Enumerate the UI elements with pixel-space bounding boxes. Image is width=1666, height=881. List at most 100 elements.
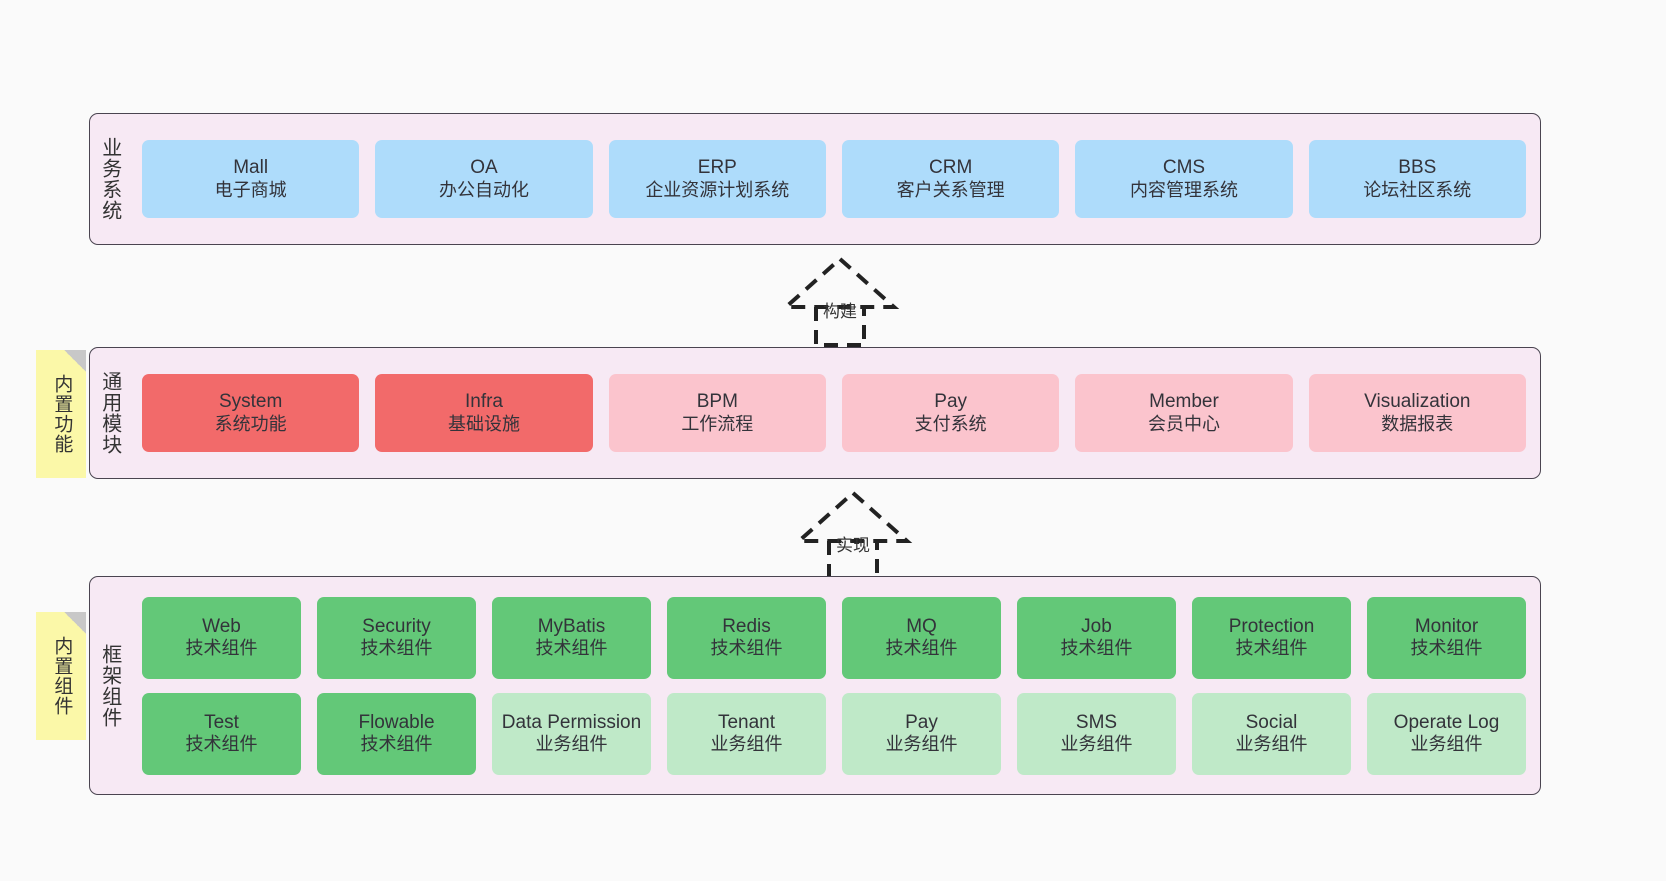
module-name: MyBatis xyxy=(537,615,606,637)
module-desc: 技术组件 xyxy=(185,734,258,755)
module-name: Member xyxy=(1149,391,1219,413)
module-name: BPM xyxy=(696,391,738,413)
module-desc: 技术组件 xyxy=(1235,638,1308,659)
module-name: System xyxy=(218,391,283,413)
module-name: BBS xyxy=(1398,157,1437,179)
module-desc: 基础设施 xyxy=(447,413,520,434)
sticky-note-label: 内置功能 xyxy=(51,374,73,454)
module-desc: 会员中心 xyxy=(1147,413,1220,434)
module-name: ERP xyxy=(697,157,737,179)
module-desc: 业务组件 xyxy=(1410,734,1483,755)
module-box-sms[interactable]: SMS 业务组件 xyxy=(1017,692,1176,775)
module-desc: 技术组件 xyxy=(535,638,608,659)
module-box-cms[interactable]: CMS 内容管理系统 xyxy=(1075,140,1293,218)
module-desc: 内容管理系统 xyxy=(1129,179,1238,200)
module-name: Test xyxy=(204,711,239,733)
module-name: OA xyxy=(470,157,498,179)
module-name: Social xyxy=(1245,711,1298,733)
module-desc: 工作流程 xyxy=(681,413,754,434)
module-desc: 技术组件 xyxy=(885,638,958,659)
module-box-bbs[interactable]: BBS 论坛社区系统 xyxy=(1308,140,1526,218)
module-box-oa[interactable]: OA 办公自动化 xyxy=(375,140,593,218)
connector-label-build: 构建 xyxy=(823,302,857,321)
connector-implement: 实现 xyxy=(773,487,933,583)
layer-body-framework-component: Web 技术组件 Security 技术组件 MyBatis 技术组件 Redi… xyxy=(128,577,1540,794)
module-box-pay-business[interactable]: Pay 业务组件 xyxy=(842,692,1001,775)
layer-body-business-system: Mall 电子商城 OA 办公自动化 ERP 企业资源计划系统 CRM 客户关系… xyxy=(128,114,1540,244)
module-name: Monitor xyxy=(1414,615,1479,637)
module-box-visualization[interactable]: Visualization 数据报表 xyxy=(1308,374,1526,452)
module-row: Test 技术组件 Flowable 技术组件 Data Permission … xyxy=(142,692,1526,775)
module-name: CMS xyxy=(1162,157,1206,179)
module-box-system[interactable]: System 系统功能 xyxy=(142,374,360,452)
layer-label-framework-component: 框架组件 xyxy=(98,643,121,728)
module-box-mq[interactable]: MQ 技术组件 xyxy=(842,596,1001,679)
sticky-note-builtin-function: 内置功能 xyxy=(36,350,86,478)
module-name: Security xyxy=(362,615,431,637)
module-name: Web xyxy=(202,615,241,637)
module-name: Data Permission xyxy=(501,711,642,733)
module-desc: 业务组件 xyxy=(885,734,958,755)
module-desc: 技术组件 xyxy=(360,734,433,755)
module-box-test[interactable]: Test 技术组件 xyxy=(142,692,301,775)
module-name: SMS xyxy=(1075,711,1118,733)
module-desc: 技术组件 xyxy=(1060,638,1133,659)
module-desc: 支付系统 xyxy=(914,413,987,434)
module-name: Job xyxy=(1081,615,1112,637)
module-desc: 技术组件 xyxy=(1410,638,1483,659)
module-desc: 数据报表 xyxy=(1381,413,1454,434)
module-box-member[interactable]: Member 会员中心 xyxy=(1075,374,1293,452)
module-desc: 系统功能 xyxy=(214,413,287,434)
module-box-monitor[interactable]: Monitor 技术组件 xyxy=(1367,596,1526,679)
module-box-bpm[interactable]: BPM 工作流程 xyxy=(608,374,826,452)
module-name: Pay xyxy=(905,711,938,733)
connector-build: 构建 xyxy=(760,253,920,349)
module-desc: 业务组件 xyxy=(1060,734,1133,755)
module-box-data-permission[interactable]: Data Permission 业务组件 xyxy=(492,692,651,775)
module-box-operate-log[interactable]: Operate Log 业务组件 xyxy=(1367,692,1526,775)
generalization-arrow-icon xyxy=(780,256,900,347)
module-box-social[interactable]: Social 业务组件 xyxy=(1192,692,1351,775)
module-box-tenant[interactable]: Tenant 业务组件 xyxy=(667,692,826,775)
module-desc: 论坛社区系统 xyxy=(1363,179,1472,200)
sticky-note-builtin-component: 内置组件 xyxy=(36,612,86,740)
module-name: Flowable xyxy=(358,711,435,733)
module-box-redis[interactable]: Redis 技术组件 xyxy=(667,596,826,679)
module-box-pay[interactable]: Pay 支付系统 xyxy=(841,374,1060,452)
module-desc: 电子商城 xyxy=(214,179,287,200)
module-box-web[interactable]: Web 技术组件 xyxy=(142,596,301,679)
module-box-infra[interactable]: Infra 基础设施 xyxy=(375,374,593,452)
module-name: CRM xyxy=(929,157,973,179)
sticky-note-label: 内置组件 xyxy=(51,636,73,716)
module-name: Pay xyxy=(934,391,968,413)
module-name: Tenant xyxy=(717,711,776,733)
layer-body-common-module: System 系统功能 Infra 基础设施 BPM 工作流程 Pay 支付系统… xyxy=(128,348,1540,478)
module-box-crm[interactable]: CRM 客户关系管理 xyxy=(841,140,1060,218)
module-box-mall[interactable]: Mall 电子商城 xyxy=(142,140,360,218)
module-name: Infra xyxy=(464,391,503,413)
module-row: System 系统功能 Infra 基础设施 BPM 工作流程 Pay 支付系统… xyxy=(142,374,1526,452)
module-name: Visualization xyxy=(1364,391,1471,413)
module-box-flowable[interactable]: Flowable 技术组件 xyxy=(317,692,476,775)
module-name: MQ xyxy=(906,615,937,637)
module-desc: 技术组件 xyxy=(710,638,783,659)
module-row: Web 技术组件 Security 技术组件 MyBatis 技术组件 Redi… xyxy=(142,596,1526,679)
connector-label-implement: 实现 xyxy=(836,536,870,555)
module-box-protection[interactable]: Protection 技术组件 xyxy=(1192,596,1351,679)
generalization-arrow-icon xyxy=(793,490,913,581)
module-desc: 办公自动化 xyxy=(438,179,529,200)
module-desc: 企业资源计划系统 xyxy=(645,179,790,200)
layer-common-module[interactable]: 通用模块 System 系统功能 Infra 基础设施 BPM 工作流程 Pay… xyxy=(89,347,1541,479)
module-desc: 技术组件 xyxy=(185,638,258,659)
module-desc: 客户关系管理 xyxy=(896,179,1005,200)
layer-label-common-module: 通用模块 xyxy=(98,371,121,455)
module-name: Protection xyxy=(1228,615,1315,637)
module-box-security[interactable]: Security 技术组件 xyxy=(317,596,476,679)
module-name: Redis xyxy=(722,615,771,637)
layer-framework-component[interactable]: 框架组件 Web 技术组件 Security 技术组件 MyBatis 技术组件… xyxy=(89,576,1541,795)
module-desc: 技术组件 xyxy=(360,638,433,659)
module-box-mybatis[interactable]: MyBatis 技术组件 xyxy=(492,596,651,679)
module-box-erp[interactable]: ERP 企业资源计划系统 xyxy=(608,140,826,218)
layer-business-system[interactable]: 业务系统 Mall 电子商城 OA 办公自动化 ERP 企业资源计划系统 CRM… xyxy=(89,113,1541,245)
module-box-job[interactable]: Job 技术组件 xyxy=(1017,596,1176,679)
